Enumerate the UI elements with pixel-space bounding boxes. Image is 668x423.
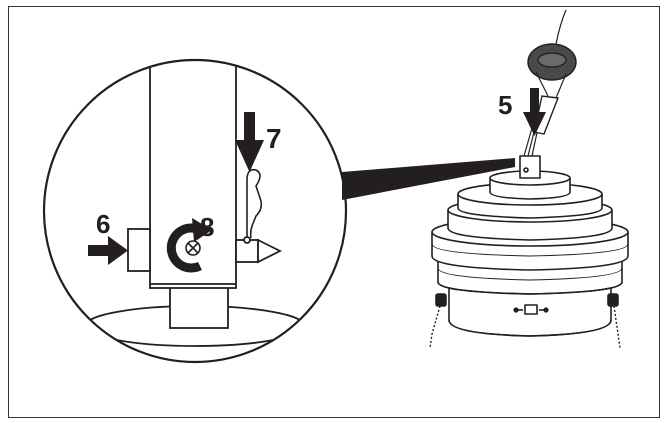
cotter-pin: [246, 168, 263, 239]
rotate-icon: [166, 218, 212, 273]
step-5-arrow: [523, 88, 546, 136]
step-7-arrow: [235, 112, 264, 172]
fan-motor-assembly: [429, 127, 629, 349]
zoom-detail: [84, 60, 306, 347]
zoom-circle: [42, 58, 348, 364]
zoom-connector: [342, 158, 515, 200]
step-label-5: 5: [498, 90, 512, 120]
step-label-6: 6: [96, 209, 110, 239]
figure-frame: [8, 6, 660, 418]
step-6-arrow: [88, 236, 128, 265]
lock-icon: [513, 304, 549, 315]
step-label-8: 8: [200, 212, 214, 242]
step-label-7: 7: [266, 123, 282, 154]
